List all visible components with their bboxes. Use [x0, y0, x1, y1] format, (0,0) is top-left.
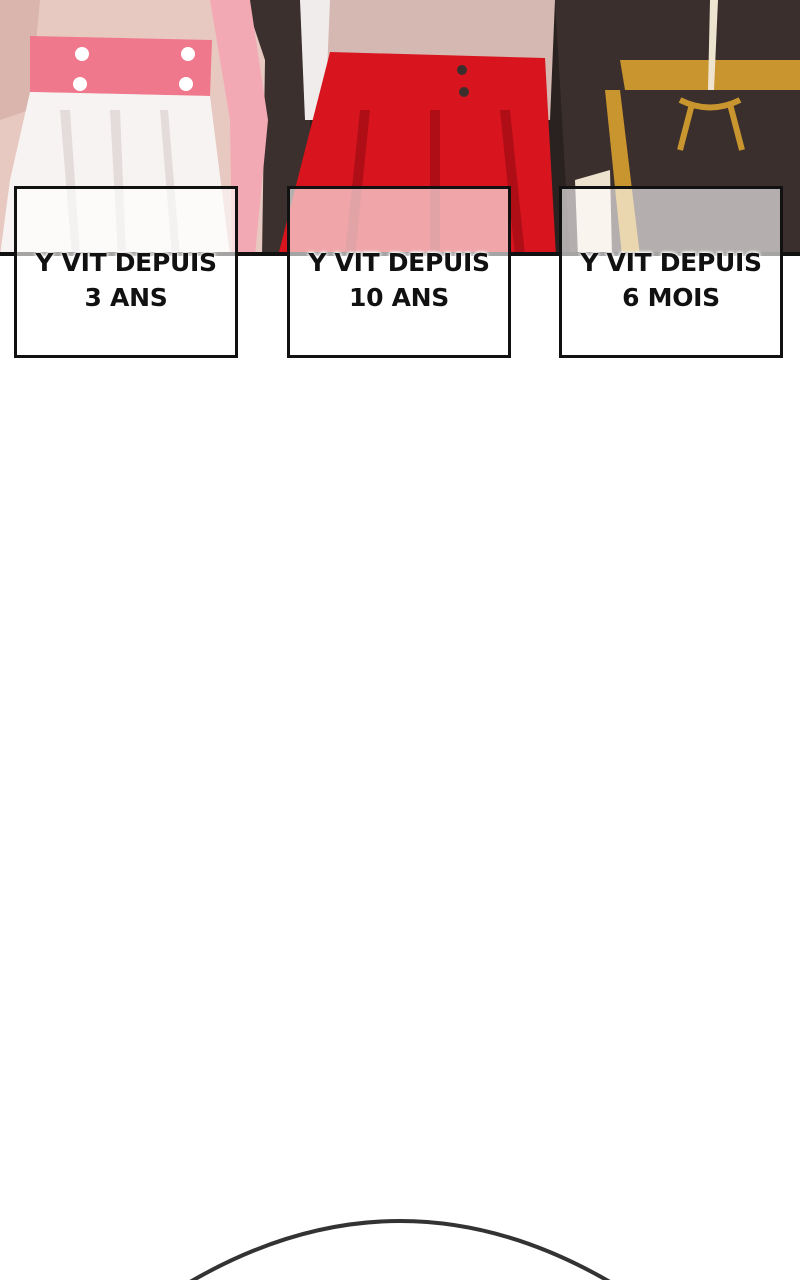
caption-2-line-1: Y VIT DEPUIS [308, 248, 490, 277]
caption-box-2: Y VIT DEPUIS 10 ANS [287, 186, 511, 358]
caption-box-1: Y VIT DEPUIS 3 ANS [14, 186, 238, 358]
caption-box-3: Y VIT DEPUIS 6 MOIS [559, 186, 783, 358]
caption-1-line-2: 3 ANS [84, 283, 168, 312]
caption-3-line-1: Y VIT DEPUIS [580, 248, 762, 277]
next-panel-arc [0, 1200, 800, 1284]
caption-2-line-2: 10 ANS [349, 283, 449, 312]
caption-text-3: Y VIT DEPUIS 6 MOIS [562, 245, 780, 315]
caption-1-line-1: Y VIT DEPUIS [35, 248, 217, 277]
caption-text-1: Y VIT DEPUIS 3 ANS [17, 245, 235, 315]
caption-text-2: Y VIT DEPUIS 10 ANS [290, 245, 508, 315]
caption-3-line-2: 6 MOIS [622, 283, 720, 312]
